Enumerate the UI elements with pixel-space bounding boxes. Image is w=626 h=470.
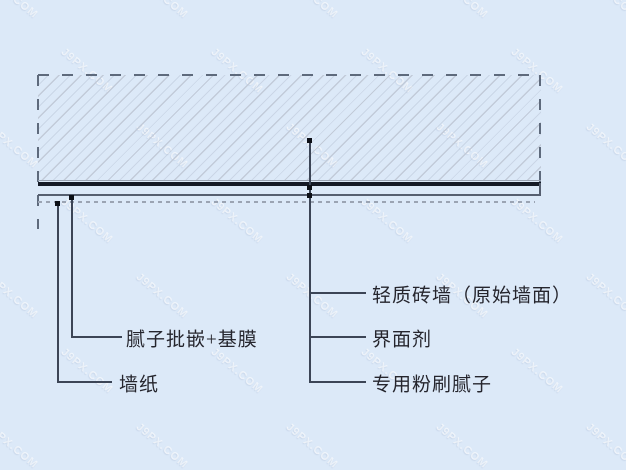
dot-wall (307, 138, 312, 143)
cut-border-right (539, 75, 541, 196)
watermark-text: J9PX.COM (583, 120, 626, 172)
watermark-text: J9PX.COM (208, 345, 266, 397)
leader-branch-wall (310, 292, 366, 294)
dot-plaster-putty (307, 193, 312, 198)
leader-branch-wallpaper (57, 381, 112, 383)
leader-branch-interface-agent (310, 336, 366, 338)
watermark-text: J9PX.COM (434, 0, 490, 21)
watermark-text: J9PX.COM (0, 270, 41, 322)
leader-branch-plaster-putty (310, 381, 366, 383)
watermark-text: J9PX.COM (0, 0, 40, 21)
dot-interface-agent (307, 185, 312, 190)
interface-agent-layer-top-line (38, 180, 541, 181)
watermark-text: J9PX.COM (58, 195, 116, 247)
watermark-text: J9PX.COM (583, 270, 626, 322)
watermark-text: J9PX.COM (0, 120, 41, 172)
leader-line-putty-base-film (71, 197, 73, 338)
dot-wallpaper (55, 201, 60, 206)
leader-branch-putty-base-film (71, 336, 122, 338)
layer-right-end-connector (539, 183, 541, 196)
watermark-text: J9PX.COM (133, 270, 191, 322)
leader-line-center (309, 140, 311, 383)
watermark-text: J9PX.COM (358, 195, 416, 247)
watermark-text: J9PX.COM (508, 195, 566, 247)
leader-line-wallpaper (57, 203, 59, 383)
label-putty-base-film: 腻子批嵌+基膜 (126, 329, 258, 351)
cut-border-left (37, 75, 39, 229)
wall-hatch-area (38, 75, 541, 181)
watermark-text: J9PX.COM (284, 0, 340, 21)
label-interface-agent: 界面剂 (372, 329, 433, 351)
label-wall: 轻质砖墙（原始墙面） (372, 285, 573, 307)
watermark-text: J9PX.COM (283, 270, 341, 322)
watermark-text: J9PX.COM (58, 345, 116, 397)
watermark-text: J9PX.COM (584, 0, 626, 21)
watermark-text: J9PX.COM (583, 420, 626, 470)
watermark-text: J9PX.COM (433, 420, 491, 470)
label-plaster-putty: 专用粉刷腻子 (372, 374, 493, 396)
label-wallpaper: 墙纸 (119, 374, 160, 396)
watermark-text: J9PX.COM (508, 345, 566, 397)
watermark-text: J9PX.COM (133, 420, 191, 470)
cut-border-top (38, 74, 541, 76)
wallpaper-layer-dashed-line (38, 201, 535, 203)
watermark-text: J9PX.COM (283, 420, 341, 470)
watermark-text: J9PX.COM (0, 420, 41, 470)
putty-layer-line (38, 194, 541, 196)
watermark-text: J9PX.COM (208, 195, 266, 247)
dot-putty-base-film (69, 195, 74, 200)
wall-bottom-thick-line (38, 182, 541, 186)
watermark-text: J9PX.COM (134, 0, 190, 21)
